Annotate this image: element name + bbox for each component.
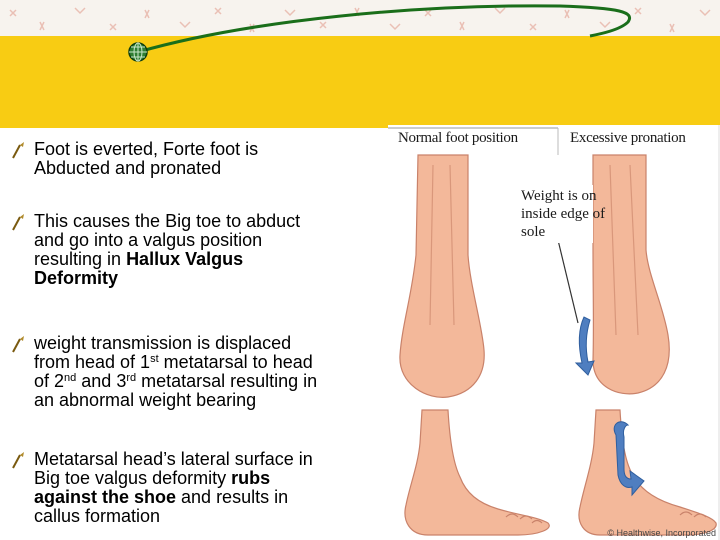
annotation-line: sole [521, 224, 546, 240]
caption-normal-foot: Normal foot position [398, 130, 518, 146]
ordinal-suffix: nd [64, 372, 77, 384]
pronated-side-foot [578, 409, 717, 536]
quill-bullet-icon [12, 214, 24, 231]
bullet-text-line: weight transmission is displaced [34, 333, 292, 353]
bullet-text-line: metatarsal resulting in [136, 371, 318, 391]
bullet-text-line: metatarsal to head [158, 352, 313, 372]
foot-illustration: Normal foot position Excessive pronation… [388, 125, 720, 540]
weight-annotation: Weight is on inside edge of sole [519, 185, 606, 243]
bullet-text-line: and 3 [76, 371, 127, 391]
bullet-item: Foot is everted, Forte foot is Abducted … [10, 140, 380, 178]
bullet-text-line: callus formation [34, 506, 161, 526]
bullet-text-line: an abnormal weight bearing [34, 390, 257, 410]
bullet-text-line: Big toe valgus deformity [34, 468, 232, 488]
ordinal-suffix: st [150, 353, 159, 365]
quill-bullet-icon [12, 336, 24, 353]
title-band [0, 36, 720, 128]
ordinal-suffix: rd [126, 372, 137, 384]
normal-rear-foot [399, 154, 485, 398]
bullet-text-line: Abducted and pronated [34, 158, 222, 178]
bullet-item: weight transmission is displaced from he… [10, 334, 380, 410]
bullet-item: This causes the Big toe to abduct and go… [10, 212, 380, 288]
floral-pattern [9, 7, 711, 33]
decorative-pattern-band [0, 0, 720, 40]
bullet-text-line: This causes the Big toe to abduct [34, 211, 301, 231]
emphasis-text: Deformity [34, 268, 119, 288]
bullet-text-line: Metatarsal head’s lateral surface in [34, 449, 313, 469]
bullet-text-line: resulting in [34, 249, 127, 269]
pronated-rear-foot [592, 154, 670, 395]
normal-side-foot [404, 409, 550, 536]
bullet-text-line: of 2 [34, 371, 65, 391]
quill-bullet-icon [12, 452, 24, 469]
bullet-text-line: from head of 1 [34, 352, 151, 372]
annotation-line: Weight is on [521, 188, 597, 204]
bullet-text-line: Foot is everted, Forte foot is [34, 139, 259, 159]
bullet-item: Metatarsal head’s lateral surface in Big… [10, 450, 380, 526]
rotation-arrow-icon [613, 421, 645, 497]
annotation-line: inside edge of [521, 206, 606, 222]
rotation-arrow-icon [574, 316, 595, 376]
quill-bullet-icon [12, 142, 24, 159]
emphasis-text: rubs [231, 468, 271, 488]
emphasis-text: against the shoe [34, 487, 177, 507]
foot-drawing [388, 125, 720, 540]
image-credit: © Healthwise, Incorporated [607, 528, 716, 538]
bullet-text-line: and results in [176, 487, 289, 507]
emphasis-text: Hallux Valgus [126, 249, 244, 269]
caption-excessive-pronation: Excessive pronation [570, 130, 686, 146]
bullet-text-line: and go into a valgus position [34, 230, 263, 250]
